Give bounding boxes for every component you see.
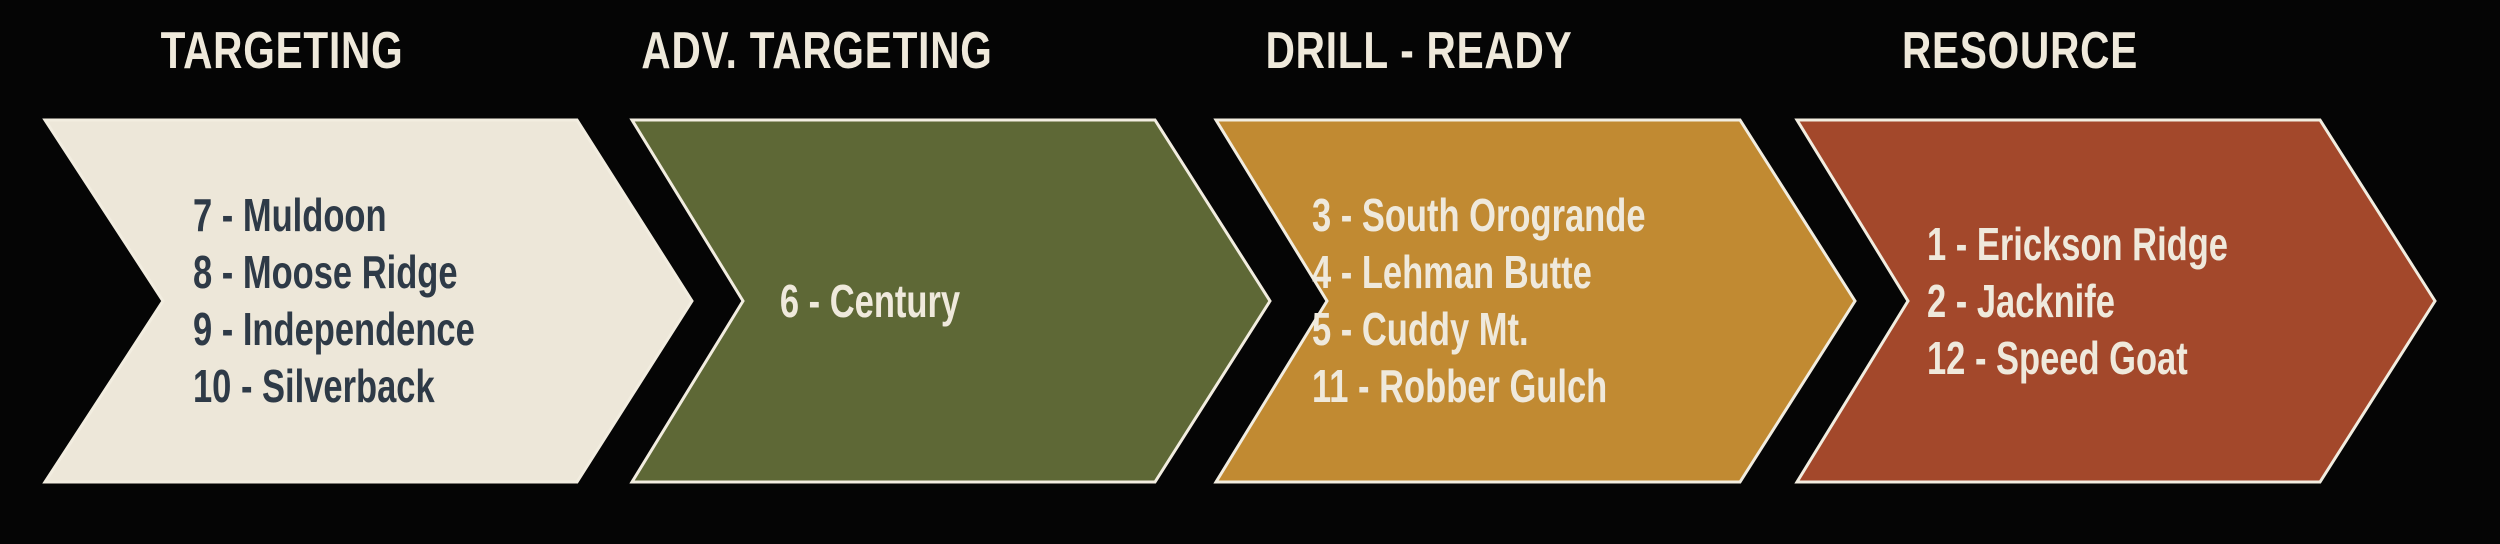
stage-chevron-drill-ready bbox=[1213, 118, 1857, 484]
stage-title-drill-ready: DRILL - READY bbox=[1265, 22, 1573, 80]
project-item: 10 - Silverback bbox=[193, 360, 435, 412]
project-item: 2 - Jacknife bbox=[1927, 274, 2115, 327]
stage-projects-resource: 1 - Erickson Ridge 2 - Jacknife 12 - Spe… bbox=[1927, 120, 2347, 482]
project-item: 4 - Lehman Butte bbox=[1312, 246, 1592, 298]
project-item: 1 - Erickson Ridge bbox=[1927, 217, 2229, 270]
project-item: 11 - Robber Gulch bbox=[1312, 360, 1608, 412]
stage-projects-adv-targeting: 6 - Century bbox=[660, 120, 1080, 482]
stage-chevron-adv-targeting bbox=[629, 118, 1272, 484]
stage-title-adv-targeting: ADV. TARGETING bbox=[641, 22, 993, 80]
stage-chevron-resource bbox=[1794, 118, 2437, 484]
project-item: 6 - Century bbox=[779, 274, 961, 327]
project-item: 3 - South Orogrande bbox=[1312, 189, 1646, 241]
stage-title-targeting: TARGETING bbox=[160, 22, 404, 80]
project-item: 7 - Muldoon bbox=[193, 189, 387, 241]
stage-projects-drill-ready: 3 - South Orogrande 4 - Lehman Butte 5 -… bbox=[1312, 120, 1752, 482]
project-item: 12 - Speed Goat bbox=[1927, 331, 2188, 384]
project-item: 5 - Cuddy Mt. bbox=[1312, 303, 1529, 355]
project-item: 9 - Independence bbox=[193, 303, 475, 355]
stage-projects-targeting: 7 - Muldoon 8 - Moose Ridge 9 - Independ… bbox=[193, 120, 613, 482]
project-item: 8 - Moose Ridge bbox=[193, 246, 458, 298]
stage-chevron-targeting bbox=[42, 118, 694, 484]
stage-title-resource: RESOURCE bbox=[1901, 22, 2139, 80]
